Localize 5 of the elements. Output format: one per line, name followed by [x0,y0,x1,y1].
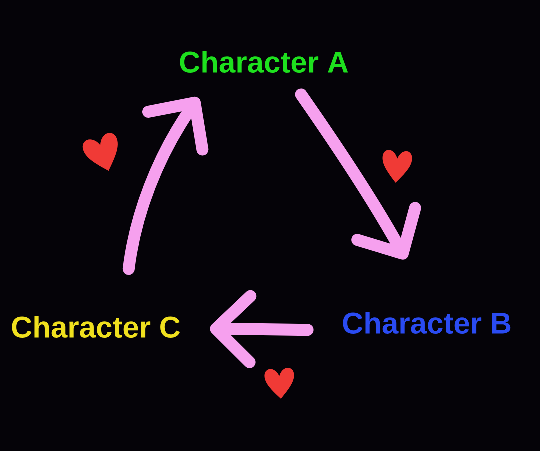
arrow [122,96,209,276]
name-label: Character B [343,312,511,334]
name-label: Character C [12,316,180,338]
name-label: Character A [180,50,348,74]
arrow [295,88,422,260]
